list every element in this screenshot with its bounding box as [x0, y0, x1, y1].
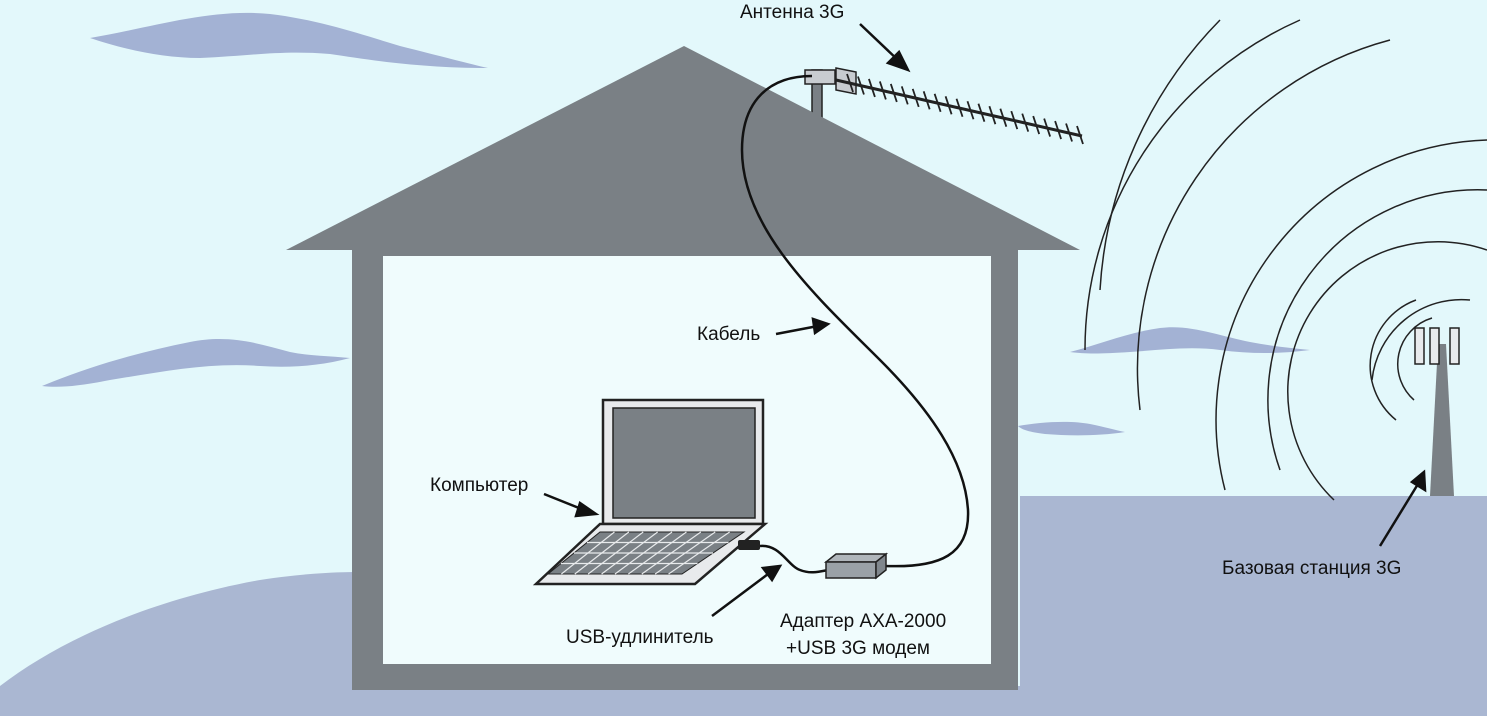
laptop-key-column [614, 531, 673, 575]
house-roof [286, 46, 1080, 250]
antenna-director-element [889, 83, 898, 103]
arrow-computer-head [574, 501, 600, 518]
laptop-screen [612, 407, 756, 519]
antenna-director-element [922, 91, 931, 110]
radio-waves [1084, 19, 1487, 501]
antenna-director-element [911, 88, 920, 108]
cable-label: Кабель [697, 324, 760, 345]
antenna-director-element [1054, 120, 1062, 140]
yagi-antenna [804, 67, 1084, 145]
laptop-key-column [641, 531, 702, 575]
arrow-usb-head [760, 564, 783, 583]
base-station-tower [1414, 327, 1460, 496]
usb-extender-cable [759, 544, 829, 574]
cloud-top-left [90, 12, 488, 68]
usb-extender-label: USB-удлинитель [566, 627, 714, 648]
ground-left [0, 572, 360, 716]
tower-panel-3 [1449, 327, 1460, 365]
antenna-director-element [944, 96, 953, 115]
laptop-key-column [668, 531, 730, 575]
antenna-director-element [999, 108, 1008, 127]
laptop-key-grid [561, 531, 730, 575]
antenna-director-element [1076, 125, 1084, 145]
tower-panel-1 [1414, 327, 1425, 365]
base-station-label: Базовая станция 3G [1222, 558, 1401, 579]
pointer-arrows [543, 23, 1427, 617]
antenna-director-element [1010, 110, 1019, 130]
cloud-mid-left [42, 339, 350, 387]
laptop-key-column [628, 531, 687, 575]
laptop-key-column [574, 531, 630, 575]
antenna-director-element [955, 98, 964, 118]
ground-right [1020, 496, 1487, 716]
antenna-director-element [977, 103, 986, 122]
antenna-director-element [1065, 123, 1073, 142]
antenna-directors [846, 73, 1084, 145]
laptop-computer [532, 398, 769, 586]
antenna-label: Антенна 3G [740, 2, 844, 23]
antenna-director-element [933, 93, 942, 113]
tower-body [1430, 344, 1454, 496]
antenna-director-element [1021, 113, 1030, 132]
laptop-key-column [654, 531, 716, 575]
cloud-mid-right [1070, 327, 1310, 354]
usb-plug [738, 540, 760, 550]
laptop-key-column [587, 531, 644, 575]
antenna-director-element [879, 81, 887, 100]
antenna-director-element [1032, 115, 1041, 135]
adapter-box [823, 552, 889, 580]
cloud-small-right [1018, 421, 1125, 436]
adapter-label-line2: +USB 3G модем [786, 638, 930, 659]
antenna-cable [740, 74, 970, 568]
arrow-antenna-head [885, 49, 911, 73]
antenna-director-element [846, 73, 854, 93]
computer-label: Компьютер [430, 475, 528, 496]
antenna-director-element [966, 100, 975, 120]
tower-panel-2 [1429, 327, 1440, 365]
adapter-label-line1: Адаптер AXA-2000 [780, 611, 946, 632]
antenna-director-element [988, 105, 997, 125]
antenna-director-element [868, 78, 876, 98]
antenna-director-element [1043, 118, 1051, 137]
antenna-director-element [900, 86, 909, 105]
arrow-cable-head [811, 317, 831, 336]
ground-strip [0, 686, 1487, 716]
laptop-key-column [561, 531, 615, 575]
arrow-base-station-head [1409, 469, 1427, 493]
laptop-key-column [601, 531, 658, 575]
antenna-director-element [857, 76, 865, 95]
